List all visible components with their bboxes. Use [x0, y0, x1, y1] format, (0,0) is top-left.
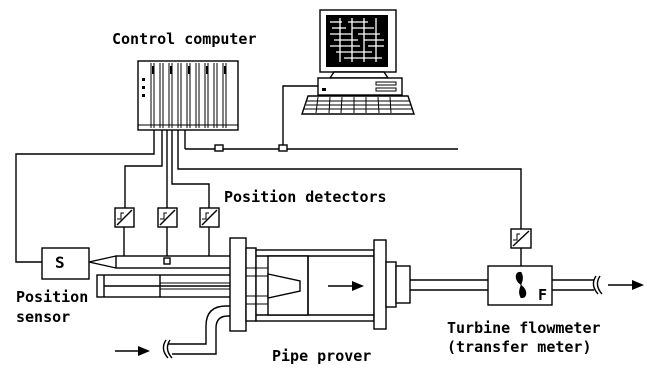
position-sensor-label-1: Position — [16, 288, 88, 306]
turbine-flowmeter: F — [487, 265, 553, 306]
signal-wiring — [15, 130, 522, 263]
hydraulic-cylinder — [96, 274, 234, 298]
inlet-pipe — [162, 305, 230, 359]
pc-workstation-icon — [301, 9, 415, 115]
network-bus — [184, 85, 458, 152]
sensor-rod — [115, 255, 233, 269]
pipe-prover-label: Pipe prover — [272, 347, 371, 365]
turbine-flowmeter-label-1: Turbine flowmeter — [447, 319, 601, 337]
signal-converter-icon — [157, 207, 178, 228]
signal-converter-icon — [199, 207, 220, 228]
position-sensor-label-2: sensor — [16, 308, 70, 326]
position-detectors-label: Position detectors — [224, 188, 387, 206]
signal-converter-icon — [114, 207, 135, 228]
turbine-flowmeter-label-2: (transfer meter) — [447, 338, 592, 356]
flow-arrow-icon — [608, 280, 644, 290]
flow-arrow-icon — [115, 346, 150, 356]
position-sensor: S — [41, 247, 117, 280]
pipe-prover-body — [229, 237, 411, 332]
flowmeter-box-label: F — [538, 286, 547, 304]
control-computer-rack-icon — [137, 60, 239, 131]
sensor-box-label: S — [55, 253, 65, 272]
outlet-pipeline — [410, 275, 603, 295]
control-computer-label: Control computer — [112, 30, 257, 48]
flowmeter-converter — [510, 228, 532, 266]
turbine-propeller-icon — [515, 271, 527, 299]
